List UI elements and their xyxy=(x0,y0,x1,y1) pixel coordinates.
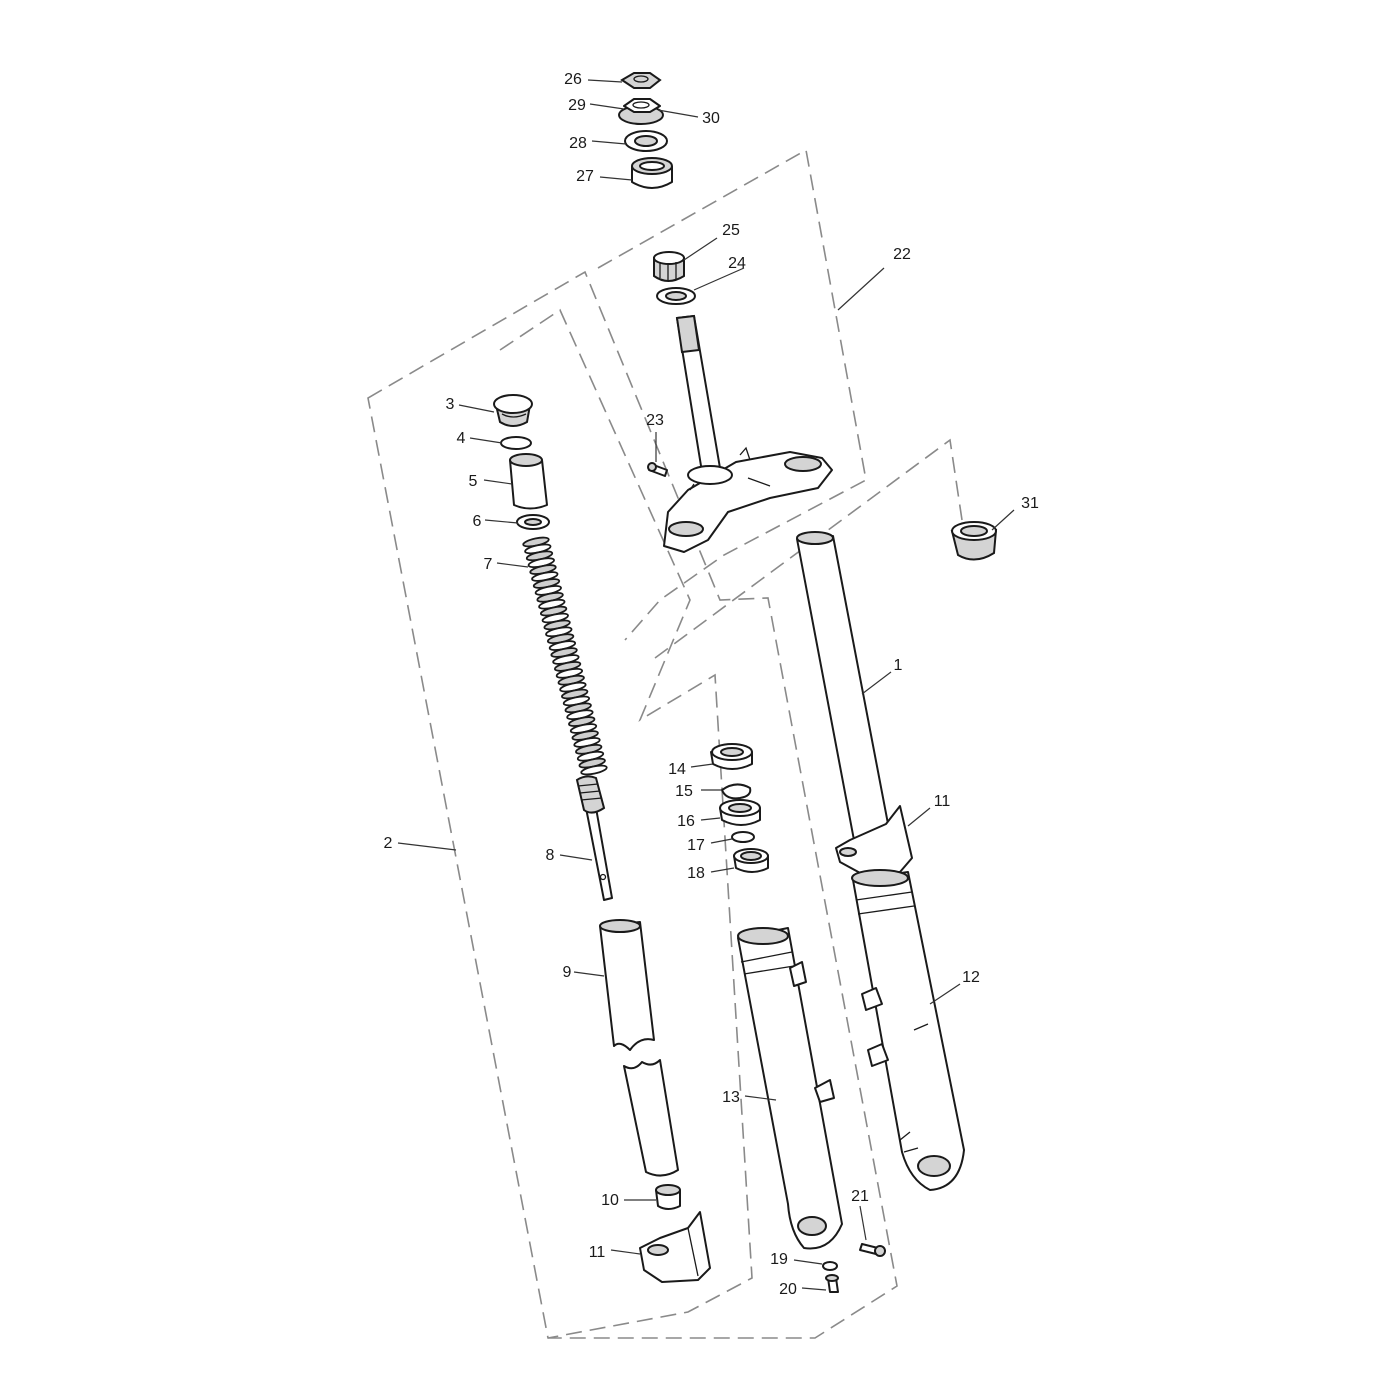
part-26-nut xyxy=(620,72,662,89)
callout-20: 20 xyxy=(779,1281,797,1298)
group-outline-yoke xyxy=(597,148,867,641)
callout-15: 15 xyxy=(675,783,693,800)
callout-17: 17 xyxy=(687,837,705,854)
callout-26: 26 xyxy=(564,71,582,88)
part-19-washer xyxy=(822,1261,838,1271)
part-8-damper-rod xyxy=(575,775,613,901)
callout-1: 1 xyxy=(894,657,903,674)
callout-27: 27 xyxy=(576,168,594,185)
leader-lines xyxy=(397,79,1015,1291)
callout-14: 14 xyxy=(668,761,686,778)
part-1-fork-tube xyxy=(796,531,894,857)
callout-9: 9 xyxy=(563,964,572,981)
callout-19: 19 xyxy=(770,1251,788,1268)
part-28-washer xyxy=(624,130,668,152)
callout-18: 18 xyxy=(687,865,705,882)
part-5-spacer xyxy=(509,453,548,510)
group-outline-bearing xyxy=(654,438,963,659)
callout-labels: 1 2 3 4 5 6 7 8 9 10 11 11 12 13 14 15 1… xyxy=(384,71,1039,1298)
part-7-fork-spring xyxy=(522,536,608,776)
callout-16: 16 xyxy=(677,813,695,830)
part-24-washer xyxy=(656,287,696,305)
callout-21: 21 xyxy=(851,1188,869,1205)
part-31-bearing xyxy=(950,521,998,561)
part-22-lower-yoke xyxy=(663,314,833,553)
callout-24: 24 xyxy=(728,255,746,272)
part-11-clamp-lower xyxy=(639,1211,711,1283)
part-17-washer xyxy=(731,831,755,843)
callout-22: 22 xyxy=(893,246,911,263)
part-20-bolt xyxy=(825,1274,839,1293)
part-29-locknut xyxy=(618,98,664,125)
part-6-washer xyxy=(516,514,550,530)
group-outline-damper xyxy=(499,308,753,1339)
part-21-bolt xyxy=(859,1243,886,1257)
callout-10: 10 xyxy=(601,1192,619,1209)
part-4-o-ring xyxy=(500,436,532,450)
callout-29: 29 xyxy=(568,97,586,114)
callout-4: 4 xyxy=(457,430,466,447)
part-9-inner-tube xyxy=(599,919,679,1177)
callout-28: 28 xyxy=(569,135,587,152)
callout-11-lower: 11 xyxy=(589,1244,606,1261)
part-11-clamp-upper xyxy=(835,805,913,875)
part-27-bearing xyxy=(631,157,673,189)
part-14-dust-seal xyxy=(710,743,753,770)
callout-12: 12 xyxy=(962,969,980,986)
callout-31: 31 xyxy=(1021,495,1039,512)
part-10-bush xyxy=(655,1184,681,1210)
part-18-bush xyxy=(733,848,769,873)
part-13-outer-leg-left xyxy=(737,927,843,1250)
callout-23: 23 xyxy=(646,412,664,429)
spring-coil xyxy=(580,764,608,776)
part-15-circlip xyxy=(721,783,752,800)
part-16-oil-seal xyxy=(719,799,761,826)
callout-6: 6 xyxy=(473,513,482,530)
part-12-outer-leg-right xyxy=(851,869,965,1191)
part-23-bolt xyxy=(647,462,668,477)
callout-7: 7 xyxy=(484,556,493,573)
callout-5: 5 xyxy=(469,473,478,490)
part-3-fork-cap xyxy=(493,394,533,427)
callout-11-upper: 11 xyxy=(934,793,951,810)
callout-13: 13 xyxy=(722,1089,740,1106)
callout-25: 25 xyxy=(722,222,740,239)
callout-8: 8 xyxy=(546,847,555,864)
part-25-stem-nut xyxy=(653,251,685,282)
callout-3: 3 xyxy=(446,396,455,413)
callout-30: 30 xyxy=(702,110,720,127)
callout-2: 2 xyxy=(384,835,393,852)
